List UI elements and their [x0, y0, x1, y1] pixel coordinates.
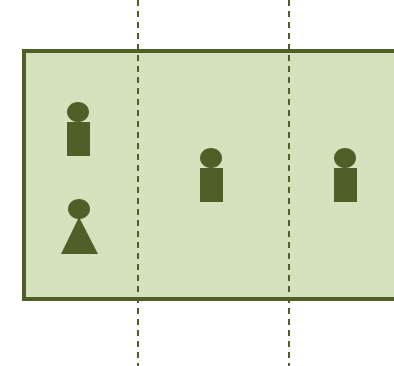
- male-figure-icon: [67, 102, 90, 156]
- male-figure-icon: [200, 148, 223, 202]
- group-panel-outline: [22, 49, 394, 301]
- male-figure-icon: [334, 148, 357, 202]
- female-figure-icon: [61, 199, 98, 254]
